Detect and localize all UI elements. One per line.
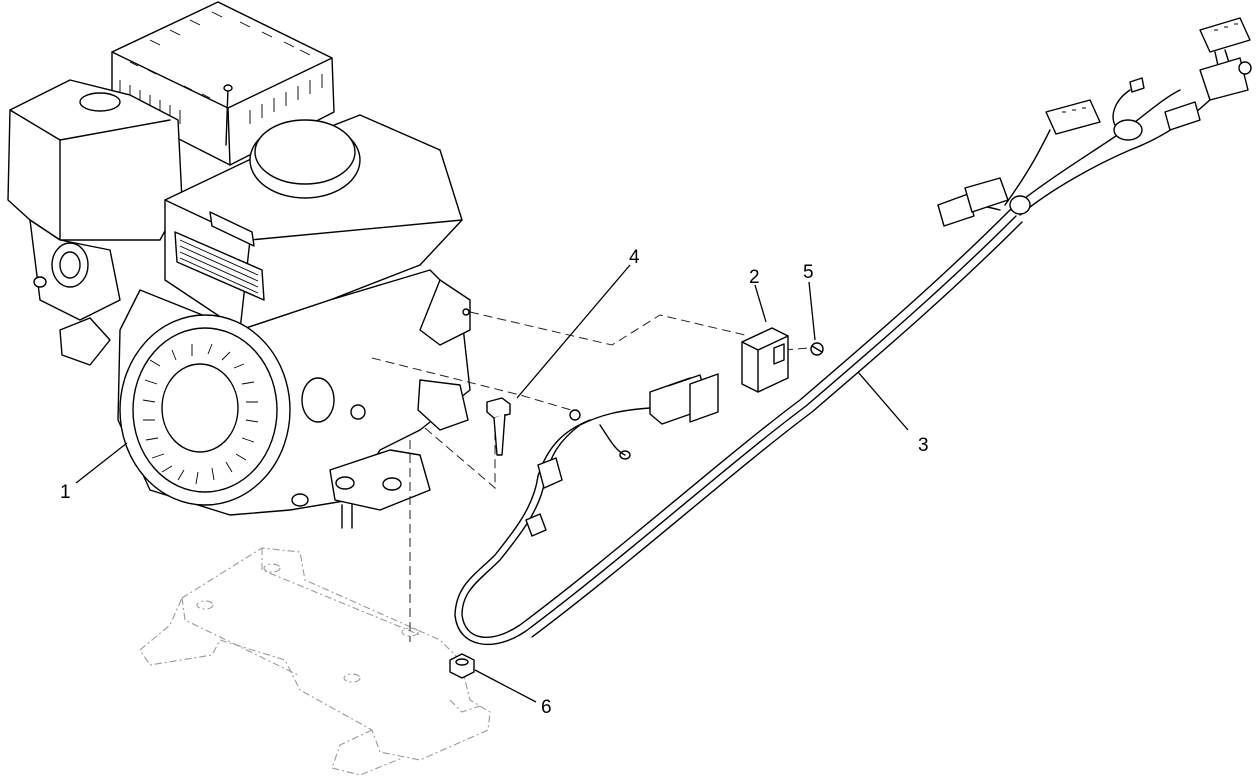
callout-6: 6 [541,697,552,718]
part-6-nut [449,653,475,679]
part-3-wire-harness [454,17,1252,645]
callout-labels: 1 2 3 4 5 6 [60,247,929,718]
leader-lines [75,264,909,703]
callout-2: 2 [749,267,760,288]
engine-assembly [7,1,471,529]
callout-1: 1 [60,482,71,503]
callout-5: 5 [803,262,814,283]
callout-4: 4 [629,247,640,268]
callout-3: 3 [918,435,929,456]
part-4-bolt [486,397,511,456]
part-5-screw [810,342,824,356]
part-2-module [741,327,789,393]
mounting-plate-phantom [139,547,491,776]
